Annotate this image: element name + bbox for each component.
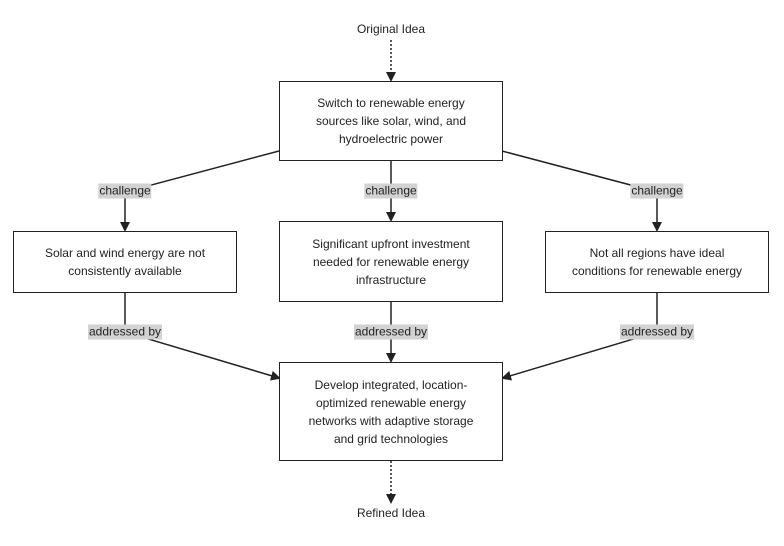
challenge-node-availability: Solar and wind energy are not consistent… [13, 231, 237, 293]
edge-label-challenge-3: challenge [630, 183, 684, 199]
challenge-node-investment: Significant upfront investment needed fo… [279, 221, 503, 302]
challenge-text-investment: Significant upfront investment needed fo… [312, 236, 470, 287]
challenge-text-availability: Solar and wind energy are not consistent… [44, 246, 206, 278]
solution-text: Develop integrated, location-optimized r… [308, 377, 474, 446]
edge-label-addressed-by-3: addressed by [619, 324, 695, 340]
edge-label-addressed-by-2: addressed by [353, 324, 429, 340]
edge-label-addressed-by-1: addressed by [87, 324, 163, 340]
start-label: Original Idea [356, 22, 426, 36]
end-label: Refined Idea [356, 506, 426, 520]
root-idea-text: Switch to renewable energy sources like … [315, 96, 467, 146]
root-idea-node: Switch to renewable energy sources like … [279, 81, 503, 161]
challenge-node-regions: Not all regions have ideal conditions fo… [545, 231, 769, 293]
challenge-text-regions: Not all regions have ideal conditions fo… [571, 246, 743, 278]
edge-label-challenge-2: challenge [364, 183, 418, 199]
edge-label-challenge-1: challenge [98, 183, 152, 199]
solution-node: Develop integrated, location-optimized r… [279, 362, 503, 461]
